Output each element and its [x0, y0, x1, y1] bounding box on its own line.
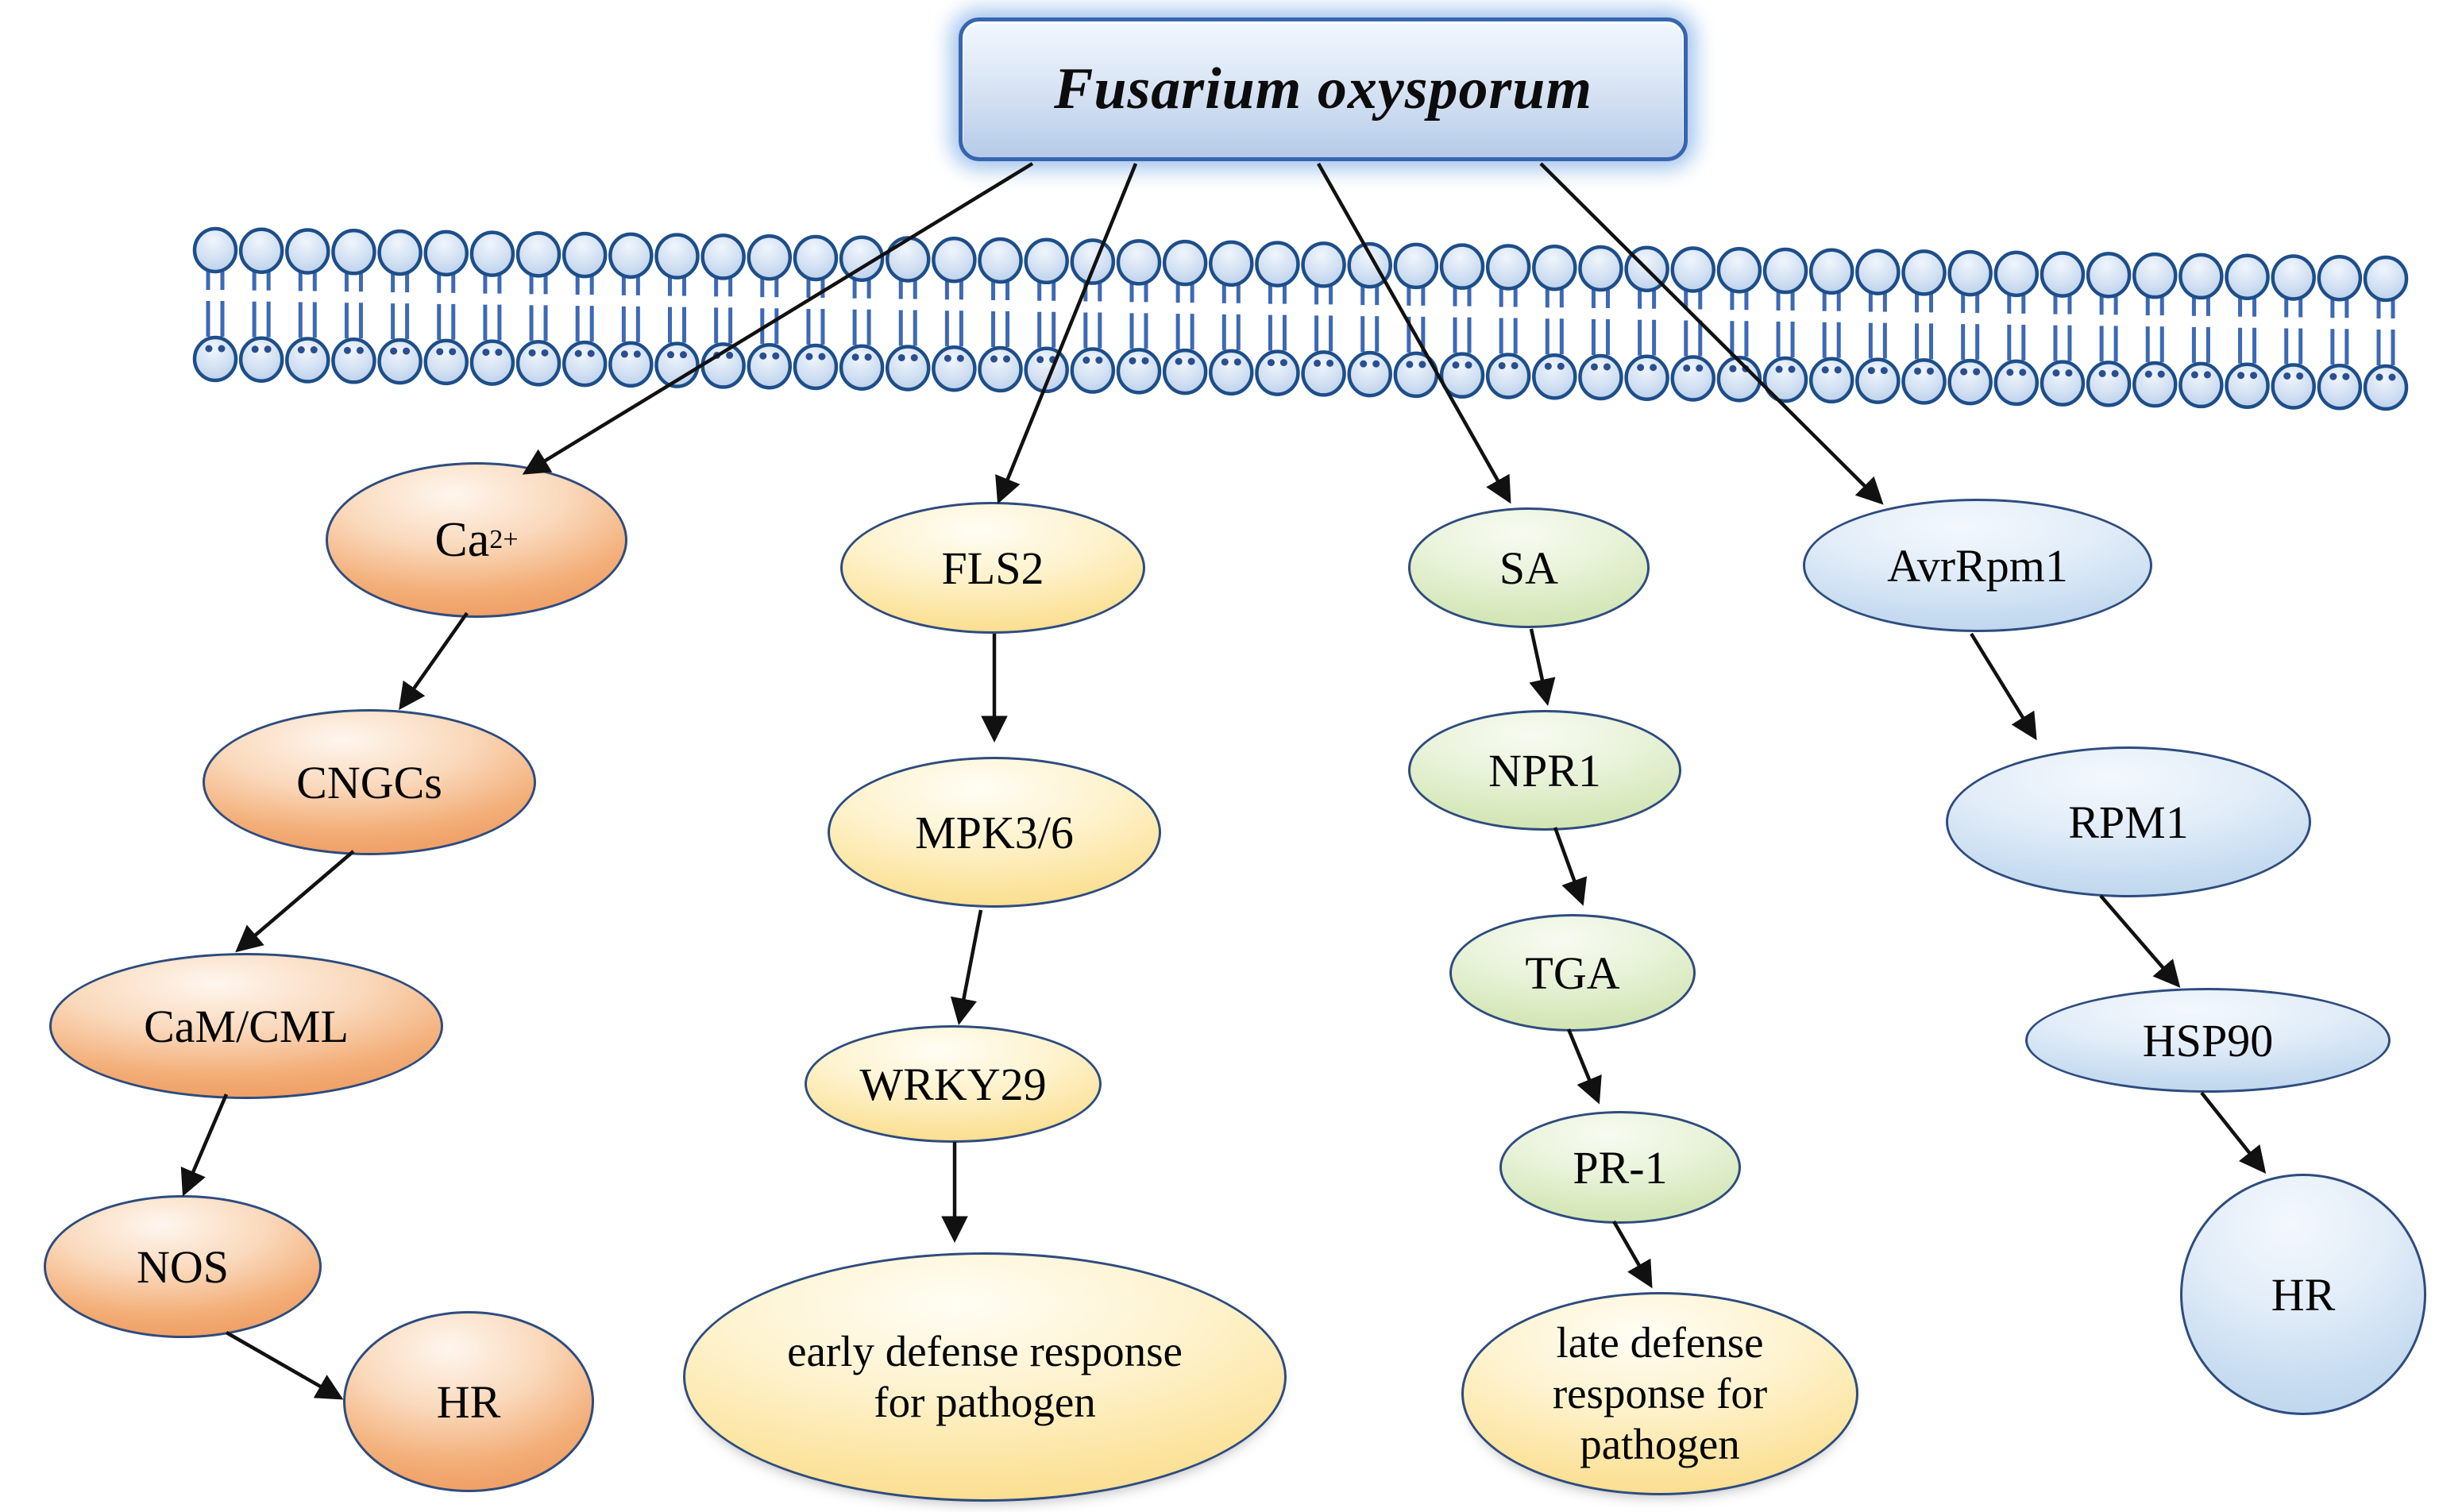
node-nos: NOS — [44, 1195, 322, 1338]
node-pr-1: PR-1 — [1499, 1111, 1741, 1224]
pathogen-title-box: Fusarium oxysporum — [959, 17, 1688, 161]
node-ca2plus-label: Ca — [434, 512, 490, 567]
node-late-defense-response-label: late defense response for pathogen — [1552, 1318, 1768, 1468]
node-hr-calcium-label: HR — [436, 1375, 501, 1428]
pathogen-title: Fusarium oxysporum — [1053, 56, 1593, 122]
node-pr-1-label: PR-1 — [1573, 1141, 1668, 1194]
node-npr1: NPR1 — [1408, 710, 1681, 831]
node-npr1-label: NPR1 — [1488, 744, 1601, 796]
node-fls2: FLS2 — [840, 502, 1145, 634]
node-wrky29: WRKY29 — [805, 1025, 1102, 1143]
node-sa: SA — [1408, 507, 1650, 628]
node-cngcs: CNGCs — [203, 709, 536, 855]
node-wrky29-label: WRKY29 — [859, 1058, 1047, 1110]
node-early-defense-response: early defense response for pathogen — [683, 1252, 1287, 1502]
node-hr-eti: HR — [2180, 1174, 2426, 1415]
node-hsp90-label: HSP90 — [2142, 1014, 2274, 1066]
node-sa-label: SA — [1499, 542, 1559, 594]
node-tga-label: TGA — [1525, 947, 1620, 999]
node-cngcs-label: CNGCs — [296, 756, 442, 808]
node-fls2-label: FLS2 — [941, 542, 1044, 594]
node-nos-label: NOS — [136, 1240, 230, 1293]
node-mpk3-6: MPK3/6 — [828, 757, 1161, 908]
node-mpk3-6-label: MPK3/6 — [915, 806, 1074, 858]
node-rpm1-label: RPM1 — [2068, 796, 2189, 848]
node-early-defense-response-label: early defense response for pathogen — [787, 1327, 1183, 1426]
node-cam-cml: CaM/CML — [49, 953, 443, 1099]
node-late-defense-response: late defense response for pathogen — [1461, 1292, 1858, 1495]
node-hr-eti-label: HR — [2271, 1268, 2336, 1321]
node-avrrpm1: AvrRpm1 — [1803, 499, 2152, 632]
node-avrrpm1-label: AvrRpm1 — [1887, 539, 2068, 592]
node-cam-cml-label: CaM/CML — [144, 1000, 349, 1052]
node-rpm1: RPM1 — [1946, 746, 2311, 897]
node-tga: TGA — [1449, 914, 1696, 1032]
node-hsp90: HSP90 — [2025, 988, 2391, 1093]
node-hr-calcium: HR — [343, 1311, 594, 1492]
